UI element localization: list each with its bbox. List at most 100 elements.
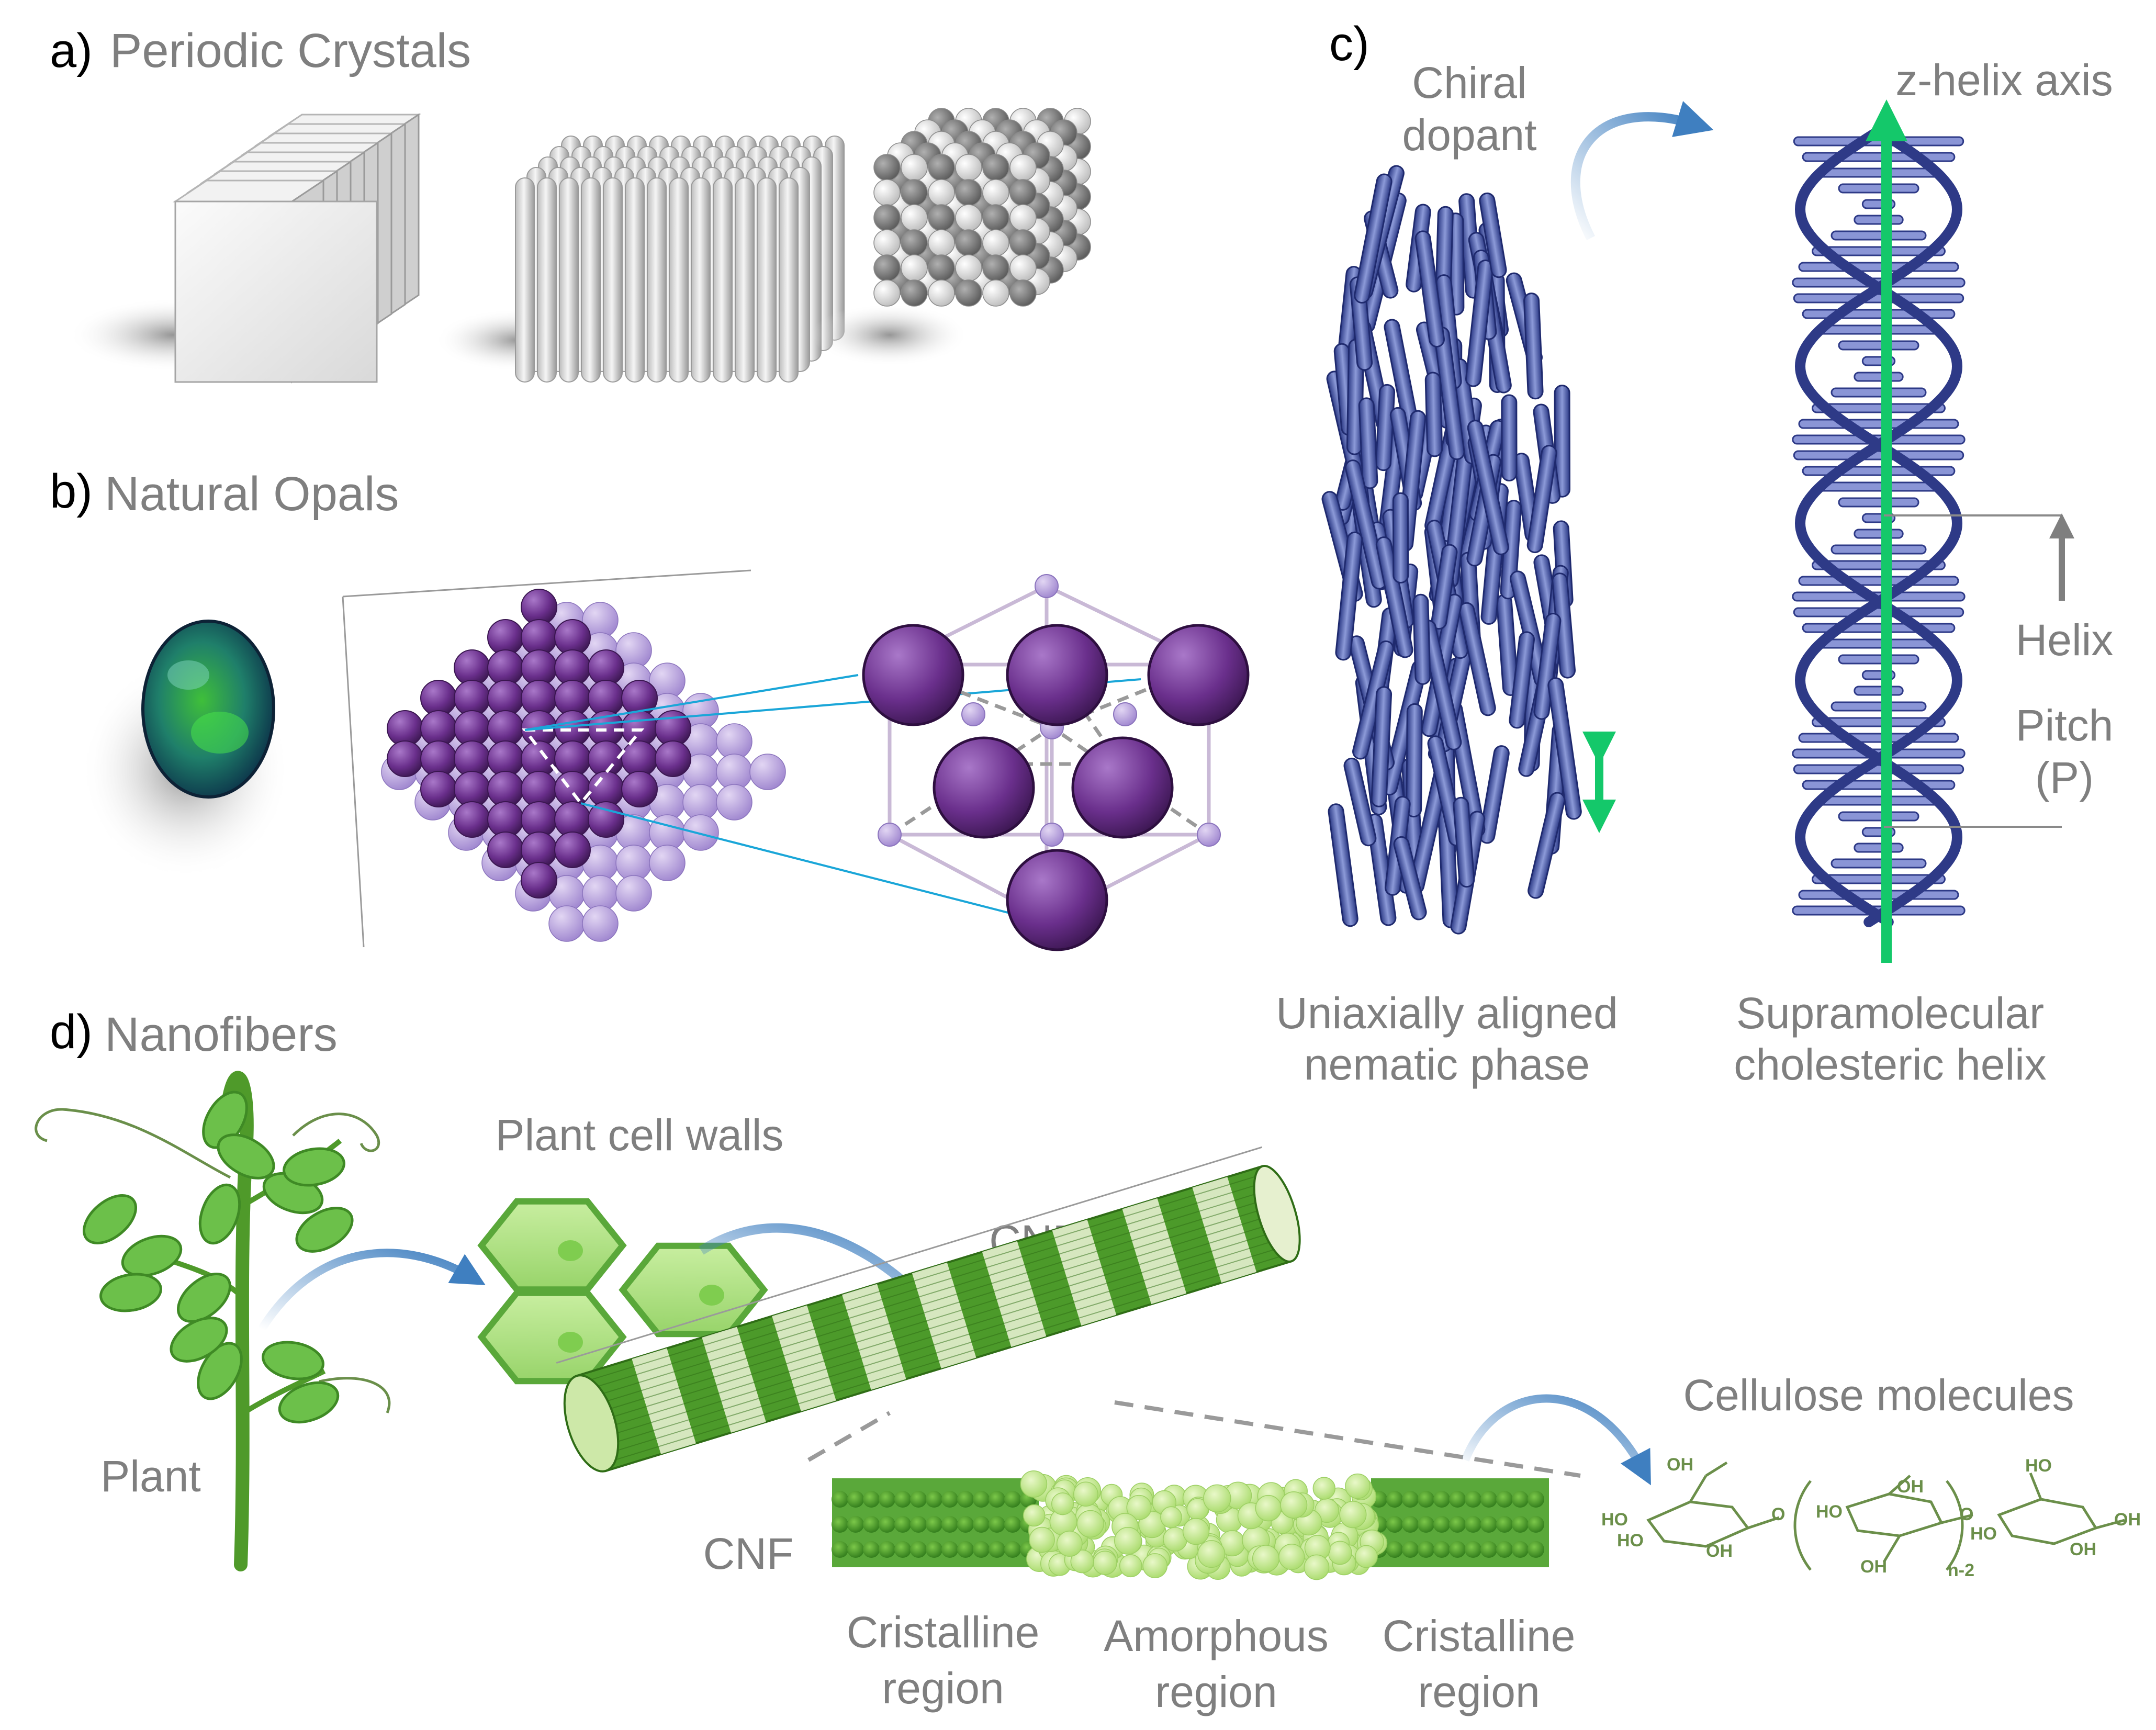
opal-sphere-back: [615, 875, 652, 912]
nematic-rod: [1375, 536, 1413, 658]
crystalline-unit: [1465, 1516, 1481, 1533]
helix-rung: [1817, 324, 1940, 335]
rod-crystal-illustration: [434, 136, 845, 383]
helix-rung: [1817, 638, 1940, 649]
helix-rung: [1812, 717, 1946, 727]
z-helix-axis-label: z-helix axis: [1895, 55, 2113, 105]
helix-rung: [1802, 780, 1956, 790]
crystalline-unit: [1528, 1541, 1544, 1558]
amorphous-unit: [1252, 1545, 1280, 1572]
helix-rung: [1812, 246, 1946, 256]
crystalline-unit: [1418, 1516, 1434, 1533]
crystalline-unit: [1480, 1516, 1497, 1533]
helix-strand: [1794, 126, 1963, 927]
chiral-dopant-label-2: dopant: [1402, 110, 1537, 160]
fcc-unit-cell-illustration: [862, 574, 1250, 951]
helix-rung: [1831, 858, 1927, 869]
cellulose-label: Cellulose molecules: [1683, 1370, 2074, 1420]
opal-sphere-back: [582, 905, 619, 942]
crystalline-unit: [1418, 1541, 1434, 1558]
amorphous-unit: [1020, 1470, 1048, 1498]
crystalline-left-label-2: region: [882, 1664, 1004, 1713]
leaf: [197, 1342, 243, 1400]
unit-cell-large-atom: [1147, 624, 1250, 726]
crystalline-unit: [1402, 1516, 1419, 1533]
sphere: [873, 179, 901, 206]
sphere: [955, 154, 982, 181]
amorphous-unit: [1070, 1549, 1094, 1574]
helix-pitch-label-1: Helix: [2016, 615, 2114, 665]
amorphous-unit: [1056, 1531, 1083, 1557]
bundle-fiber: [579, 1173, 1265, 1384]
rod: [559, 177, 579, 383]
helix-rung: [1793, 607, 1964, 617]
amorphous-unit: [1023, 1504, 1046, 1527]
rod: [537, 177, 557, 383]
amorphous-unit: [1304, 1554, 1330, 1580]
crystalline-unit: [1004, 1491, 1021, 1508]
crystalline-unit: [1418, 1491, 1434, 1508]
helix-rung: [1802, 466, 1956, 476]
amorphous-unit: [1312, 1477, 1335, 1500]
helix-rung: [1831, 387, 1927, 398]
crystalline-unit: [910, 1541, 927, 1558]
sphere: [928, 254, 955, 282]
nematic-rod: [1354, 173, 1393, 304]
rod: [625, 177, 645, 383]
sphere: [1009, 154, 1037, 181]
crystalline-right-label-1: Cristalline: [1383, 1611, 1576, 1660]
rod: [647, 177, 667, 383]
nematic-rods-illustration: [1321, 165, 1582, 935]
chem-ho-3: HO: [1816, 1502, 1843, 1522]
amorphous-unit: [1197, 1540, 1226, 1568]
helix-rung: [1838, 340, 1919, 351]
amorphous-label-2: region: [1155, 1667, 1277, 1716]
nematic-rod: [1406, 703, 1423, 818]
crystalline-unit: [1465, 1541, 1481, 1558]
leaf: [99, 1273, 162, 1312]
crystalline-unit: [973, 1516, 990, 1533]
bundle-fiber: [591, 1213, 1277, 1424]
sphere: [1009, 254, 1037, 282]
sphere: [955, 204, 982, 231]
nematic-rod: [1412, 593, 1431, 685]
cellulose-structure-illustration: OH HO HO OH O HO OH OH n-2 O HO HO OH OH: [1601, 1455, 2141, 1580]
opal-sphere: [454, 801, 490, 838]
nematic-rod: [1523, 293, 1544, 400]
bundle-end: [1253, 1165, 1301, 1263]
nematic-rod: [1467, 420, 1509, 555]
chiral-dopant-label-1: Chiral: [1412, 58, 1526, 107]
opal-sphere: [420, 771, 457, 807]
crystalline-unit: [1449, 1541, 1466, 1558]
unit-cell-small-atom: [1113, 702, 1137, 726]
crystalline-unit: [957, 1541, 974, 1558]
helix-rung: [1854, 372, 1904, 382]
unit-cell-small-atom: [1035, 574, 1059, 598]
nematic-rod: [1335, 531, 1363, 661]
sphere: [982, 254, 1009, 282]
panel-d-letter: d): [50, 1005, 93, 1059]
helix-rung: [1831, 701, 1927, 712]
chem-oh-4: OH: [1860, 1557, 1887, 1577]
rod: [735, 177, 755, 383]
helix-rung: [1793, 450, 1964, 460]
panel-c: c) Chiral dopant z-helix axis Helix Pitc…: [1276, 17, 2113, 1089]
sphere: [901, 154, 928, 181]
helix-pitch-label-3: (P): [2035, 753, 2094, 802]
crystalline-unit: [941, 1541, 958, 1558]
panel-d-title: Nanofibers: [105, 1008, 338, 1061]
plant-cell-walls-illustration: [477, 1198, 768, 1385]
nematic-rod: [1554, 385, 1570, 498]
rod: [515, 177, 535, 383]
sphere: [873, 254, 901, 282]
rod: [603, 177, 623, 383]
helix-rung: [1854, 529, 1904, 539]
unit-cell-small-atom: [878, 823, 902, 847]
helix-rung: [1817, 481, 1940, 492]
sphere: [901, 279, 928, 307]
panel-a-letter: a): [50, 24, 93, 77]
sphere: [982, 279, 1009, 307]
plant-cell: [477, 1198, 627, 1293]
crystalline-unit: [1496, 1491, 1513, 1508]
